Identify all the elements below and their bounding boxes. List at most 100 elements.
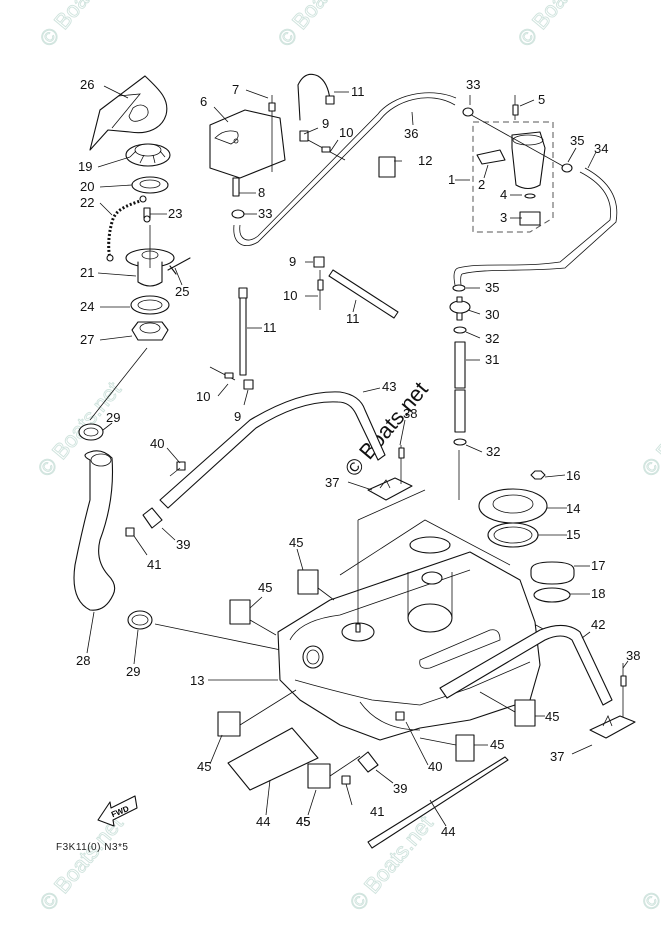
part-hose-28 bbox=[73, 450, 116, 611]
part-damper-45d bbox=[455, 734, 475, 762]
part-rivet-38a bbox=[398, 445, 405, 484]
callout-25: 25 bbox=[175, 284, 189, 299]
callout-18: 18 bbox=[591, 586, 605, 601]
callout-45: 45 bbox=[289, 535, 303, 550]
part-cap-19 bbox=[125, 143, 171, 167]
callout-26: 26 bbox=[80, 77, 94, 92]
callout-7: 7 bbox=[232, 82, 239, 97]
part-damper-45e bbox=[217, 711, 241, 737]
part-bolt-41a bbox=[125, 527, 135, 537]
part-clip-32a bbox=[453, 326, 467, 334]
part-holder-37a bbox=[367, 477, 413, 501]
part-rivet-8 bbox=[232, 177, 240, 197]
callout-32: 32 bbox=[485, 331, 499, 346]
watermark: © Boats.net bbox=[273, 0, 366, 51]
part-damper-45c bbox=[514, 699, 536, 727]
callout-45: 45 bbox=[296, 814, 310, 829]
watermark: © bbox=[637, 887, 661, 915]
callout-38: 38 bbox=[403, 406, 417, 421]
part-fuel-filter-assy-1 bbox=[465, 111, 571, 233]
callout-45: 45 bbox=[545, 709, 559, 724]
callout-22: 22 bbox=[80, 195, 94, 210]
part-band-11c bbox=[238, 287, 248, 376]
callout-16: 16 bbox=[566, 468, 580, 483]
callout-45: 45 bbox=[197, 759, 211, 774]
part-clip-9c bbox=[243, 379, 254, 390]
part-clip-9a bbox=[299, 130, 346, 161]
callout-33: 33 bbox=[258, 206, 272, 221]
part-damper-39a bbox=[142, 507, 163, 529]
part-rivet-7 bbox=[268, 95, 276, 172]
callout-24: 24 bbox=[80, 299, 94, 314]
callout-14: 14 bbox=[566, 501, 580, 516]
part-hose-36 bbox=[233, 92, 457, 246]
part-rivet-10b bbox=[317, 270, 324, 310]
callout-31: 31 bbox=[485, 352, 499, 367]
part-hose-31 bbox=[454, 341, 466, 433]
part-screw-23 bbox=[143, 207, 151, 223]
part-plate-14 bbox=[478, 488, 548, 524]
callout-29: 29 bbox=[126, 664, 140, 679]
part-hose-bend bbox=[453, 267, 463, 286]
part-filler-neck-21 bbox=[125, 225, 175, 287]
callout-20: 20 bbox=[80, 179, 94, 194]
callout-9: 9 bbox=[322, 116, 329, 131]
watermark: © Boats.net bbox=[513, 0, 606, 51]
callout-30: 30 bbox=[485, 307, 499, 322]
part-gasket-20 bbox=[131, 176, 169, 194]
part-bolt-41b bbox=[341, 775, 351, 785]
callout-35: 35 bbox=[485, 280, 499, 295]
callout-19: 19 bbox=[78, 159, 92, 174]
part-clamp-18 bbox=[533, 587, 571, 603]
part-clamp-29a bbox=[78, 423, 104, 441]
callout-8: 8 bbox=[258, 185, 265, 200]
part-nut-27 bbox=[131, 321, 169, 341]
callout-1: 1 bbox=[448, 172, 455, 187]
diagram-code: F3K11(0) N3*5 bbox=[56, 842, 128, 853]
part-nut-16 bbox=[530, 470, 546, 480]
part-fuel-tank-13 bbox=[277, 536, 541, 741]
part-cap-17 bbox=[530, 561, 575, 585]
callout-11: 11 bbox=[263, 320, 277, 335]
callout-13: 13 bbox=[190, 673, 204, 688]
callout-44: 44 bbox=[256, 814, 270, 829]
callout-42: 42 bbox=[591, 617, 605, 632]
callout-41: 41 bbox=[370, 804, 384, 819]
part-clip-9b bbox=[313, 256, 325, 268]
part-gasket-24 bbox=[130, 295, 170, 315]
part-cap-cover-6 bbox=[209, 109, 286, 179]
callout-43: 43 bbox=[382, 379, 396, 394]
callout-27: 27 bbox=[80, 332, 94, 347]
callout-38: 38 bbox=[626, 648, 640, 663]
callout-41: 41 bbox=[147, 557, 161, 572]
part-gasket-15 bbox=[487, 522, 539, 548]
part-band-43 bbox=[159, 391, 386, 509]
leader-lines bbox=[86, 85, 629, 827]
callout-33: 33 bbox=[466, 77, 480, 92]
callout-9: 9 bbox=[234, 409, 241, 424]
callout-21: 21 bbox=[80, 265, 94, 280]
part-holder-37b bbox=[589, 715, 636, 739]
callout-5: 5 bbox=[538, 92, 545, 107]
callout-44: 44 bbox=[441, 824, 455, 839]
part-band-42 bbox=[439, 624, 613, 706]
callout-11: 11 bbox=[351, 84, 365, 99]
callout-2: 2 bbox=[478, 177, 485, 192]
part-damper-45b bbox=[229, 599, 251, 625]
callout-45: 45 bbox=[296, 814, 310, 829]
callout-23: 23 bbox=[168, 206, 182, 221]
callout-34: 34 bbox=[594, 141, 608, 156]
callout-10: 10 bbox=[339, 125, 353, 140]
part-valve-30 bbox=[449, 296, 471, 321]
callout-45: 45 bbox=[258, 580, 272, 595]
callout-28: 28 bbox=[76, 653, 90, 668]
part-holder-12 bbox=[378, 156, 396, 178]
callout-39: 39 bbox=[176, 537, 190, 552]
part-clip-35b bbox=[452, 284, 466, 292]
part-damper-45a bbox=[297, 569, 319, 595]
part-bolt-40b bbox=[395, 711, 405, 721]
part-damper-44a bbox=[227, 727, 319, 791]
callout-3: 3 bbox=[500, 210, 507, 225]
part-clamp-29b bbox=[127, 610, 153, 630]
